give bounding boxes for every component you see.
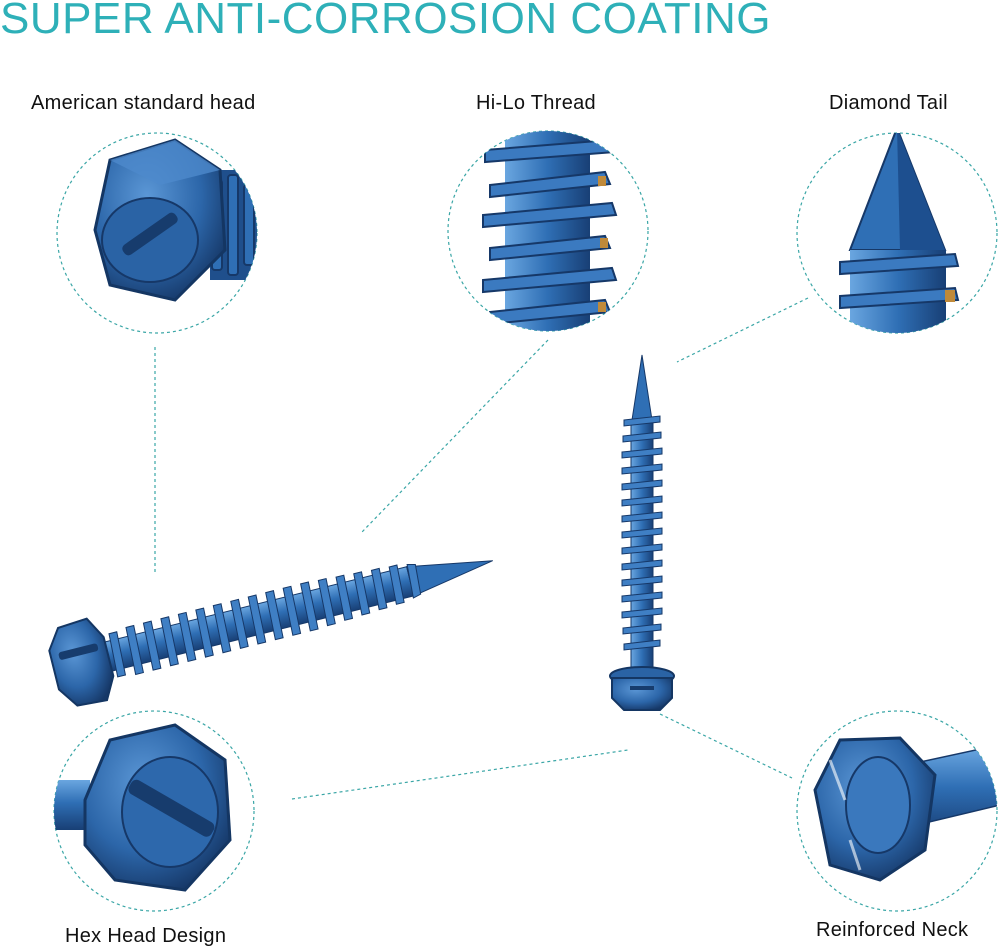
angled-screw [48, 560, 493, 707]
american-standard-head-closeup [93, 138, 257, 302]
callout-label-head: American standard head [31, 92, 256, 114]
page-title: SUPER ANTI-CORROSION COATING [0, 0, 772, 43]
callout-label-hex: Hex Head Design [65, 925, 227, 947]
hi-lo-thread-closeup [482, 131, 618, 331]
vertical-screw [609, 354, 675, 711]
callout-label-neck: Reinforced Neck [816, 919, 969, 941]
callout-label-tail: Diamond Tail [829, 92, 948, 114]
callout-label-thread: Hi-Lo Thread [476, 92, 596, 114]
reinforced-neck-closeup [813, 736, 997, 882]
diamond-tail-closeup [839, 133, 960, 333]
guide-lines [154, 297, 809, 800]
hex-head-design-closeup [54, 723, 232, 892]
